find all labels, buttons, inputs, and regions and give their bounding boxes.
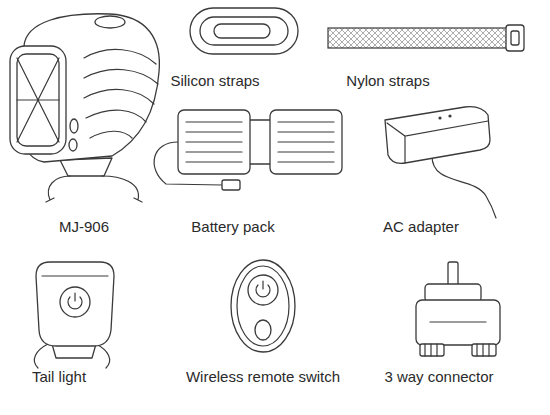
tail-light-drawing (68, 293, 82, 309)
headlight-drawing (84, 69, 158, 84)
ac-adapter-drawing (448, 114, 451, 117)
part-label: MJ-906 (59, 218, 109, 236)
connector-drawing (425, 344, 489, 356)
silicon-strap-drawing (190, 8, 298, 54)
nylon-strap-drawing (506, 25, 524, 51)
part-label: Battery pack (191, 218, 274, 236)
nylon-strap-drawing (328, 28, 508, 48)
remote-switch-drawing (248, 275, 278, 305)
battery-pack-drawing (178, 110, 250, 174)
part-label: 3 way connector (384, 368, 493, 386)
headlight-drawing (84, 89, 154, 104)
tail-light-drawing (42, 275, 108, 276)
remote-switch-drawing (231, 260, 295, 352)
connector-drawing (472, 344, 496, 356)
battery-pack-drawing (222, 180, 240, 190)
silicon-strap-drawing (214, 24, 270, 38)
connector-drawing (420, 344, 444, 356)
headlight-drawing (17, 54, 59, 146)
headlight-drawing (10, 14, 159, 202)
battery-pack-drawing (278, 122, 334, 162)
part-label: Wireless remote switch (186, 368, 340, 386)
battery-pack-drawing (186, 122, 242, 162)
silicon-strap-drawing (200, 17, 288, 45)
part-label: Nylon straps (346, 72, 429, 90)
part-label: Silicon straps (170, 72, 259, 90)
remote-switch-drawing (231, 260, 295, 352)
headlight-drawing (90, 131, 132, 138)
connector-drawing (425, 284, 481, 302)
silicon-strap-drawing (190, 8, 298, 54)
headlight-drawing (95, 16, 125, 28)
remote-switch-drawing (237, 266, 289, 346)
part-label: AC adapter (383, 218, 459, 236)
nylon-strap-drawing (511, 31, 519, 45)
tail-light-drawing (34, 344, 109, 368)
headlight-drawing (84, 49, 156, 64)
connector-drawing (416, 262, 500, 356)
headlight-drawing (46, 176, 70, 202)
ac-adapter-drawing (438, 116, 441, 119)
nylon-strap-drawing (328, 25, 524, 51)
headlight-drawing (10, 46, 66, 154)
ac-adapter-drawing (387, 121, 488, 163)
battery-pack-drawing (270, 110, 342, 174)
connector-drawing (430, 321, 486, 322)
headlight-drawing (60, 158, 112, 176)
headlight-drawing (102, 176, 142, 202)
ac-adapter-drawing (385, 107, 496, 218)
tail-light-drawing (34, 262, 114, 368)
battery-pack-drawing (154, 110, 342, 190)
ac-adapter-drawing (385, 107, 490, 164)
remote-switch-drawing (256, 281, 270, 297)
part-label: Tail light (32, 368, 86, 386)
connector-drawing (416, 300, 500, 345)
headlight-drawing (17, 58, 59, 142)
headlight-drawing (70, 119, 78, 133)
headlight-drawing (69, 139, 77, 151)
remote-switch-drawing (255, 320, 271, 340)
ac-adapter-drawing (432, 156, 496, 218)
headlight-drawing (86, 110, 146, 122)
tail-light-drawing (60, 287, 90, 317)
tail-light-drawing (36, 262, 114, 346)
